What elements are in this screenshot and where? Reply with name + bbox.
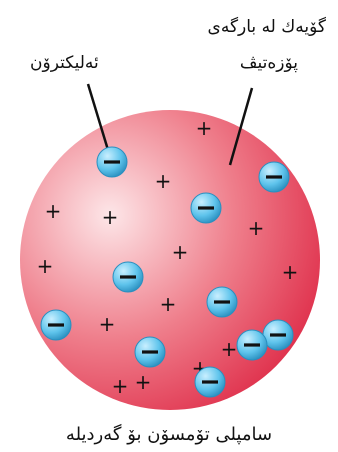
positive-charge-symbol: + [45, 199, 62, 223]
electron-minus-sign [270, 333, 286, 336]
positive-charge-symbol: + [99, 312, 116, 336]
electron [259, 162, 289, 192]
electron [195, 367, 225, 397]
electron [97, 147, 127, 177]
positive-charge-symbol: + [160, 292, 177, 316]
electron-minus-sign [104, 160, 120, 163]
electron [135, 337, 165, 367]
positive-charge-symbol: + [102, 205, 119, 229]
positive-charge-symbol: + [112, 374, 129, 398]
electron-minus-sign [48, 323, 64, 326]
positive-charge-symbol: + [135, 370, 152, 394]
diagram-caption: سامپلی تۆمسۆن بۆ گەردیلە [0, 424, 338, 446]
electron-minus-sign [202, 380, 218, 383]
positive-sphere [20, 110, 320, 410]
positive-charge-symbol: + [37, 254, 54, 278]
electron [41, 310, 71, 340]
positive-charge-symbol: + [172, 240, 189, 264]
electron [263, 320, 293, 350]
positive-charge-symbol: + [196, 116, 213, 140]
electron-minus-sign [244, 343, 260, 346]
electron [191, 193, 221, 223]
electron [113, 262, 143, 292]
electron-minus-sign [266, 175, 282, 178]
positive-charge-symbol: + [248, 216, 265, 240]
electron [207, 287, 237, 317]
electron-minus-sign [214, 300, 230, 303]
electron-minus-sign [120, 275, 136, 278]
electron-minus-sign [198, 206, 214, 209]
positive-charge-symbol: + [221, 337, 238, 361]
electron-minus-sign [142, 350, 158, 353]
positive-charge-symbol: + [282, 260, 299, 284]
electron [237, 330, 267, 360]
positive-charge-symbol: + [155, 169, 172, 193]
